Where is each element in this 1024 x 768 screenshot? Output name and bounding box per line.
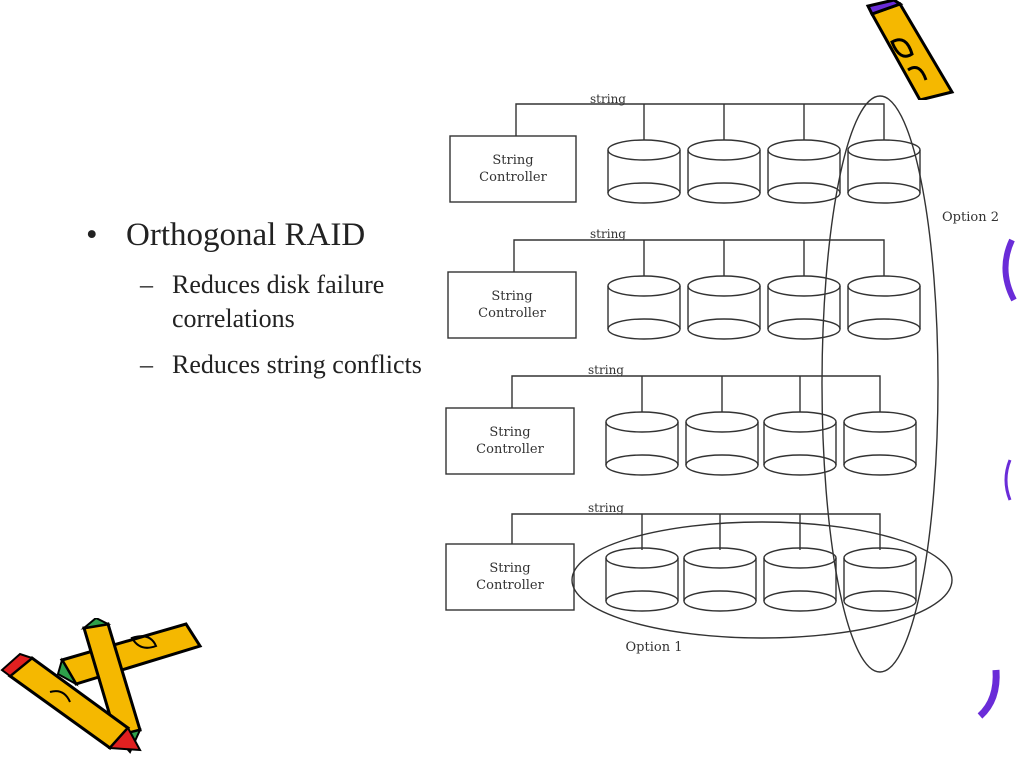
disk-icon	[685, 411, 759, 476]
option-1-label: Option 1	[626, 640, 683, 655]
string-bus-label: string	[588, 363, 624, 377]
disk-icon	[687, 275, 761, 340]
disk-icon	[763, 411, 837, 476]
bullet-text: Orthogonal RAID	[126, 217, 366, 253]
pencils-clipart-icon	[0, 618, 203, 754]
disk-icon	[847, 275, 921, 340]
sub-bullet-marker: –	[140, 350, 153, 379]
string-row: String Controller string	[449, 92, 921, 204]
string-row: String Controller string	[447, 227, 921, 340]
bullet-marker: •	[86, 217, 98, 253]
sub-bullet-marker: –	[140, 270, 153, 299]
disk-icon	[843, 547, 917, 612]
disk-icon	[763, 547, 837, 612]
sub-bullet-text: Reduces disk failure correlations	[172, 270, 385, 333]
option-2-ellipse	[821, 95, 939, 673]
sub-bullet-text: Reduces string conflicts	[172, 350, 422, 379]
controller-label: Controller	[479, 170, 547, 185]
disk-icon	[687, 139, 761, 204]
controller-label: String	[491, 289, 532, 304]
string-row: String Controller string	[445, 501, 917, 612]
string-controller-box	[449, 135, 577, 203]
string-controller-box	[445, 543, 575, 611]
string-bus	[511, 375, 881, 412]
controller-label: String	[489, 561, 530, 576]
string-bus-label: string	[590, 92, 626, 106]
controller-label: String	[489, 425, 530, 440]
disk-icon	[767, 139, 841, 204]
bullet-item: • Orthogonal RAID	[86, 214, 446, 256]
string-controller-box	[447, 271, 577, 339]
sub-bullet-item: – Reduces string conflicts	[86, 348, 446, 382]
string-bus-label: string	[588, 501, 624, 515]
disk-icon	[847, 139, 921, 204]
string-bus	[513, 239, 885, 276]
controller-label: Controller	[476, 442, 544, 457]
string-bus-label: string	[590, 227, 626, 241]
bullet-list: • Orthogonal RAID – Reduces disk failure…	[86, 214, 446, 382]
string-controller-box	[445, 407, 575, 475]
string-bus	[511, 513, 881, 550]
option-2-label: Option 2	[942, 210, 999, 225]
decorative-swoosh-icon	[977, 238, 1017, 719]
string-row: String Controller string	[445, 363, 917, 476]
string-bus	[515, 103, 885, 140]
disk-icon	[767, 275, 841, 340]
disk-icon	[607, 139, 681, 204]
disk-icon	[683, 547, 757, 612]
sub-bullet-item: – Reduces disk failure correlations	[86, 268, 446, 336]
option-1-ellipse	[571, 521, 953, 639]
pencil-clipart-icon	[865, 0, 955, 100]
controller-label: String	[492, 153, 533, 168]
disk-icon	[607, 275, 681, 340]
disk-icon	[605, 547, 679, 612]
controller-label: Controller	[476, 578, 544, 593]
controller-label: Controller	[478, 306, 546, 321]
disk-icon	[605, 411, 679, 476]
disk-icon	[843, 411, 917, 476]
